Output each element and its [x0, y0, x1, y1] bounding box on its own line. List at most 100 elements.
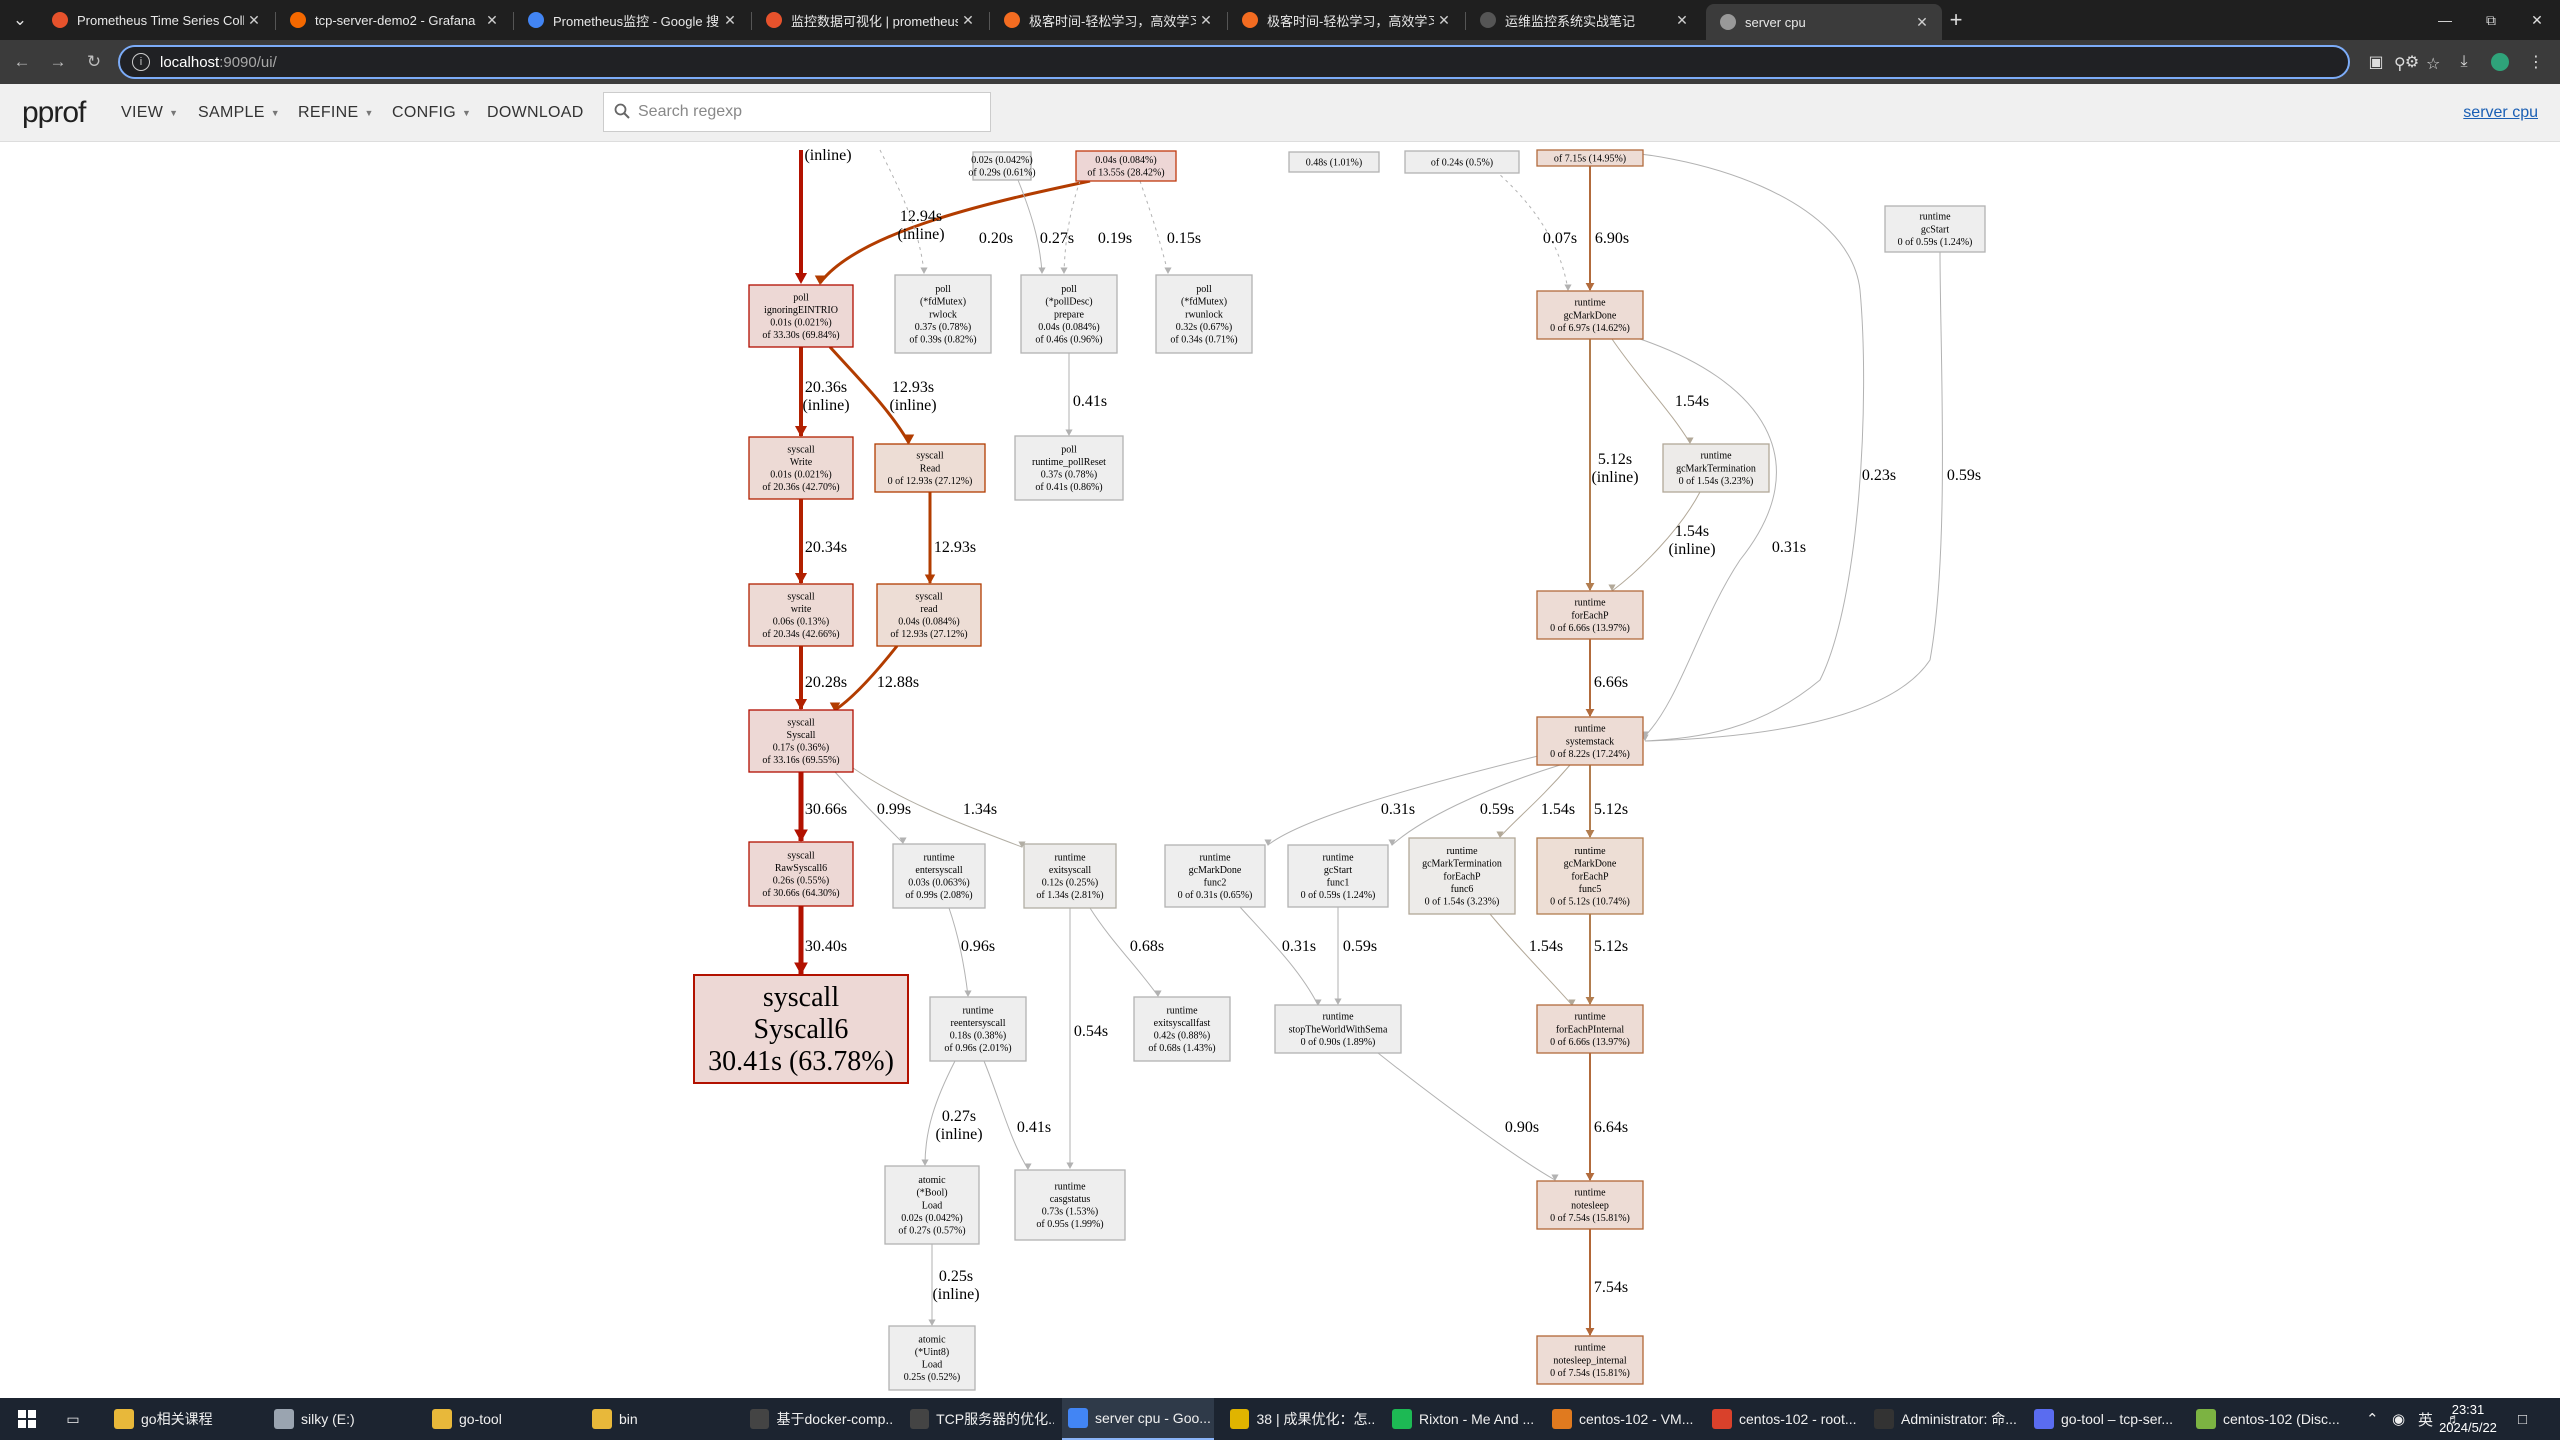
menu-download[interactable]: DOWNLOAD [487, 104, 584, 122]
call-edge[interactable]: 1.54s [1611, 338, 1709, 444]
graph-node[interactable]: 0.02s (0.042%)of 0.29s (0.61%) [968, 151, 1036, 181]
call-edge[interactable]: 0.15s [1139, 180, 1201, 274]
browser-tab[interactable]: 极客时间-轻松学习，高效学习✕ [1228, 4, 1464, 36]
browser-tab[interactable]: Prometheus Time Series Colle✕ [38, 4, 274, 36]
forward-button[interactable]: → [49, 52, 67, 71]
taskbar-app[interactable]: bin [586, 1398, 736, 1440]
call-edge[interactable]: 0.07s [1489, 165, 1577, 291]
call-edge[interactable]: 0.41s [1065, 353, 1107, 436]
taskbar-app[interactable]: server cpu - Goo... [1062, 1398, 1214, 1440]
browser-tab[interactable]: 极客时间-轻松学习，高效学习✕ [990, 4, 1226, 36]
call-edge[interactable]: 5.12s(inline) [1585, 339, 1639, 591]
taskbar-app[interactable]: centos-102 (Disc... [2190, 1398, 2342, 1440]
call-edge[interactable]: 6.66s [1585, 639, 1629, 717]
browser-tab[interactable]: 监控数据可视化 | prometheus✕ [752, 4, 988, 36]
tab-search-button[interactable]: ⌄ [12, 10, 28, 29]
call-edge[interactable]: 30.40s [794, 906, 847, 975]
close-window-button[interactable]: ✕ [2531, 11, 2543, 28]
call-edge[interactable]: 1.54s [1489, 913, 1576, 1006]
extensions-icon[interactable]: ⚙ [2404, 54, 2420, 71]
taskbar-app[interactable]: go-tool [426, 1398, 576, 1440]
graph-node[interactable]: of 7.15s (14.95%) [1536, 149, 1644, 167]
taskbar-clock[interactable]: 23:31 2024/5/22 [2428, 1401, 2508, 1437]
browser-tab[interactable]: 运维监控系统实战笔记✕ [1466, 4, 1702, 36]
call-edge[interactable]: 0.59s [1388, 764, 1561, 846]
call-edge[interactable]: 12.93s(inline) [828, 345, 937, 444]
call-edge[interactable]: 0.68s [1089, 907, 1164, 997]
start-button[interactable] [10, 1398, 44, 1440]
browser-tab[interactable]: server cpu✕ [1706, 4, 1942, 40]
tray-network-icon[interactable]: ◉ [2392, 1411, 2406, 1428]
taskbar-app[interactable]: silky (E:) [268, 1398, 418, 1440]
call-edge[interactable]: 0.59s [1641, 251, 1981, 742]
call-edge[interactable]: 0.54s [1066, 908, 1108, 1169]
taskbar-app[interactable]: Administrator: 命... [1868, 1398, 2020, 1440]
tray-volume-icon[interactable]: ♬ [2446, 1410, 2461, 1428]
call-edge[interactable]: 0.99s [834, 771, 911, 844]
call-edge[interactable]: 0.31s [1639, 338, 1806, 738]
call-edge[interactable]: 0.96s [948, 907, 995, 997]
call-edge[interactable]: 5.12s [1585, 765, 1629, 838]
zoom-icon[interactable]: ⚲ [2394, 56, 2406, 73]
menu-view[interactable]: VIEW▼ [121, 104, 178, 122]
minimize-button[interactable]: — [2438, 12, 2452, 28]
taskbar-app[interactable]: centos-102 - root... [1706, 1398, 1858, 1440]
call-edge[interactable]: 12.88s [829, 645, 919, 712]
tab-close-icon[interactable]: ✕ [962, 11, 974, 28]
tab-close-icon[interactable]: ✕ [248, 11, 260, 28]
tab-close-icon[interactable]: ✕ [1916, 13, 1928, 30]
pprof-logo[interactable]: pprof [22, 96, 86, 129]
search-regexp-input[interactable]: Search regexp [603, 92, 991, 132]
call-edge[interactable]: 20.28s [794, 646, 847, 710]
profile-name-link[interactable]: server cpu [2463, 104, 2538, 121]
taskbar-app[interactable]: Rixton - Me And ... [1386, 1398, 1538, 1440]
call-edge[interactable]: 0.31s [1239, 906, 1322, 1006]
browser-tab[interactable]: Prometheus监控 - Google 搜索✕ [514, 4, 750, 36]
call-edge[interactable]: 1.54s(inline) [1608, 491, 1716, 592]
cast-icon[interactable]: ▣ [2368, 54, 2384, 71]
graph-node[interactable]: 0.04s (0.084%)of 13.55s (28.42%) [1075, 150, 1177, 182]
taskbar-app[interactable]: 基于docker-comp... [744, 1398, 894, 1440]
call-edge[interactable] [794, 150, 808, 284]
call-edge[interactable]: 1.54s [1496, 764, 1575, 838]
call-edge[interactable]: 30.66s [794, 772, 847, 842]
call-edge[interactable]: 0.27s(inline) [921, 1060, 983, 1166]
call-edge[interactable]: 0.25s(inline) [928, 1244, 980, 1326]
call-edge[interactable]: 0.27s [1017, 179, 1074, 274]
tray-language[interactable]: 英 [2418, 1411, 2434, 1429]
tab-close-icon[interactable]: ✕ [1438, 11, 1450, 28]
call-edge[interactable]: 1.34s [852, 767, 1026, 848]
call-edge[interactable]: 20.36s(inline) [794, 347, 850, 437]
call-edge[interactable]: 6.64s [1585, 1053, 1629, 1181]
tab-close-icon[interactable]: ✕ [1676, 11, 1688, 28]
profile-avatar-icon[interactable] [2490, 52, 2510, 72]
browser-tab[interactable]: tcp-server-demo2 - Grafana✕ [276, 4, 512, 36]
new-tab-button[interactable]: + [1949, 7, 1963, 32]
bookmark-star-icon[interactable]: ☆ [2426, 56, 2441, 73]
site-info-icon[interactable]: i [132, 53, 150, 71]
call-edge[interactable]: 12.93s [924, 492, 976, 584]
